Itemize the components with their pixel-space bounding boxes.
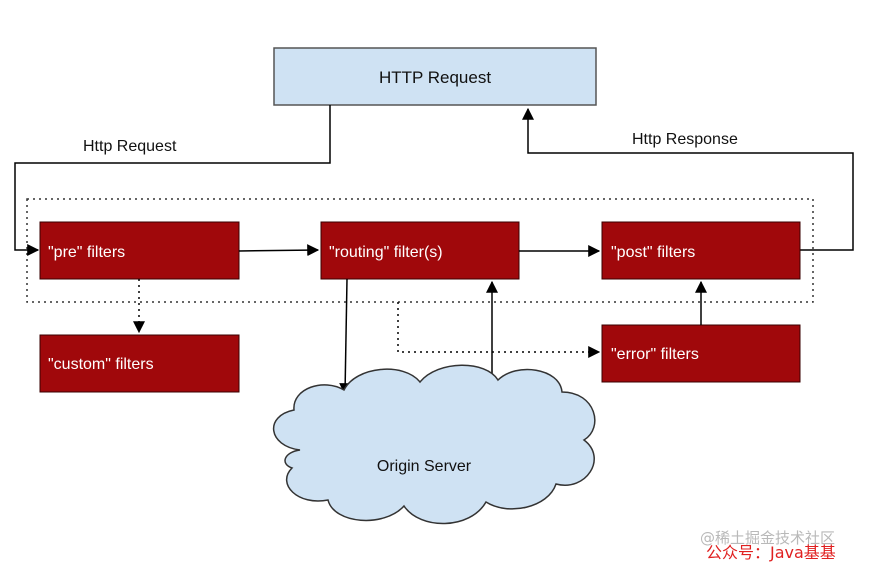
routing-to-error-dotted-arrow [397, 302, 601, 358]
pre-filters-label: "pre" filters [48, 244, 125, 261]
http-request-box-label: HTTP Request [379, 68, 491, 87]
request-edge [14, 105, 331, 256]
origin-server-label: Origin Server [377, 458, 472, 475]
post-filters-label: "post" filters [611, 244, 695, 261]
routing-filters-label: "routing" filter(s) [329, 244, 443, 261]
request-edge-label: Http Request [83, 138, 177, 155]
routing-to-origin-arrow [339, 278, 352, 396]
response-edge [522, 107, 854, 251]
routing-filters-box: "routing" filter(s) [320, 221, 520, 280]
error-filters-label: "error" filters [611, 346, 699, 363]
error-filters-box: "error" filters [601, 324, 801, 383]
account-watermark: 公众号：Java基基 [706, 543, 836, 562]
post-filters-box: "post" filters [601, 221, 801, 280]
pre-to-routing-arrow [238, 244, 320, 257]
custom-filters-box: "custom" filters [39, 334, 240, 393]
response-edge-label: Http Response [632, 131, 738, 148]
origin-server-cloud: Origin Server [273, 364, 596, 525]
platform-watermark: @稀土掘金技术社区 [700, 529, 835, 547]
pre-filters-box: "pre" filters [39, 221, 240, 280]
http-request-box: HTTP Request [273, 47, 597, 106]
custom-filters-label: "custom" filters [48, 356, 154, 373]
